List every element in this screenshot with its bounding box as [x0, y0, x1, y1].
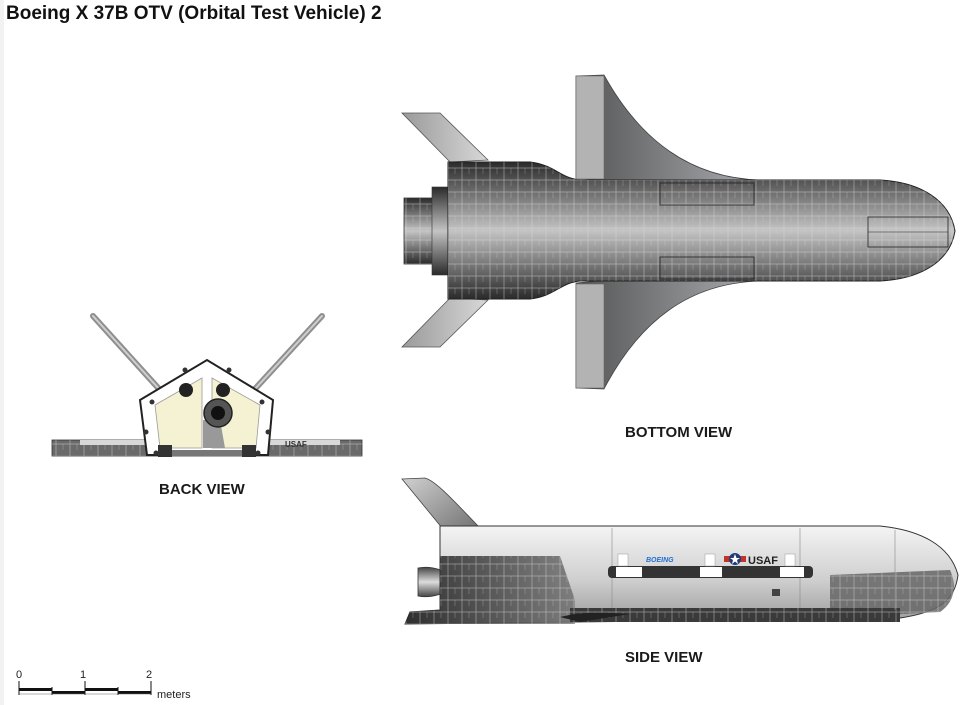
scale-bar	[18, 681, 152, 695]
side-view-label: SIDE VIEW	[625, 649, 703, 666]
side-usaf-insignia	[724, 553, 746, 565]
side-boeing-logo: BOEING	[646, 557, 674, 564]
back-port-right	[216, 383, 230, 397]
scale-segment	[19, 688, 52, 691]
scale-unit: meters	[157, 689, 191, 701]
back-view-label: BACK VIEW	[159, 481, 245, 498]
bottom-lower-elevon	[575, 283, 605, 389]
scale-segment	[85, 688, 118, 691]
scale-segment	[52, 691, 85, 694]
bottom-upper-elevon	[575, 75, 605, 180]
bottom-lower-door	[659, 256, 755, 280]
bottom-view-label: BOTTOM VIEW	[625, 424, 733, 441]
side-usaf-marking: USAF	[748, 555, 778, 567]
scale-tick-2: 2	[146, 669, 153, 681]
scale-tick-0: 0	[16, 669, 23, 681]
scale-segment	[118, 691, 151, 694]
bottom-upper-door	[659, 182, 755, 206]
bottom-upper-vtail	[401, 112, 489, 163]
back-port-left	[179, 383, 193, 397]
page-margin	[0, 0, 4, 705]
back-usaf-marking: USAF	[285, 440, 307, 449]
bottom-lower-vtail	[401, 297, 489, 348]
scale-tick-1: 1	[80, 669, 87, 681]
page-title: Boeing X 37B OTV (Orbital Test Vehicle) …	[6, 3, 382, 24]
